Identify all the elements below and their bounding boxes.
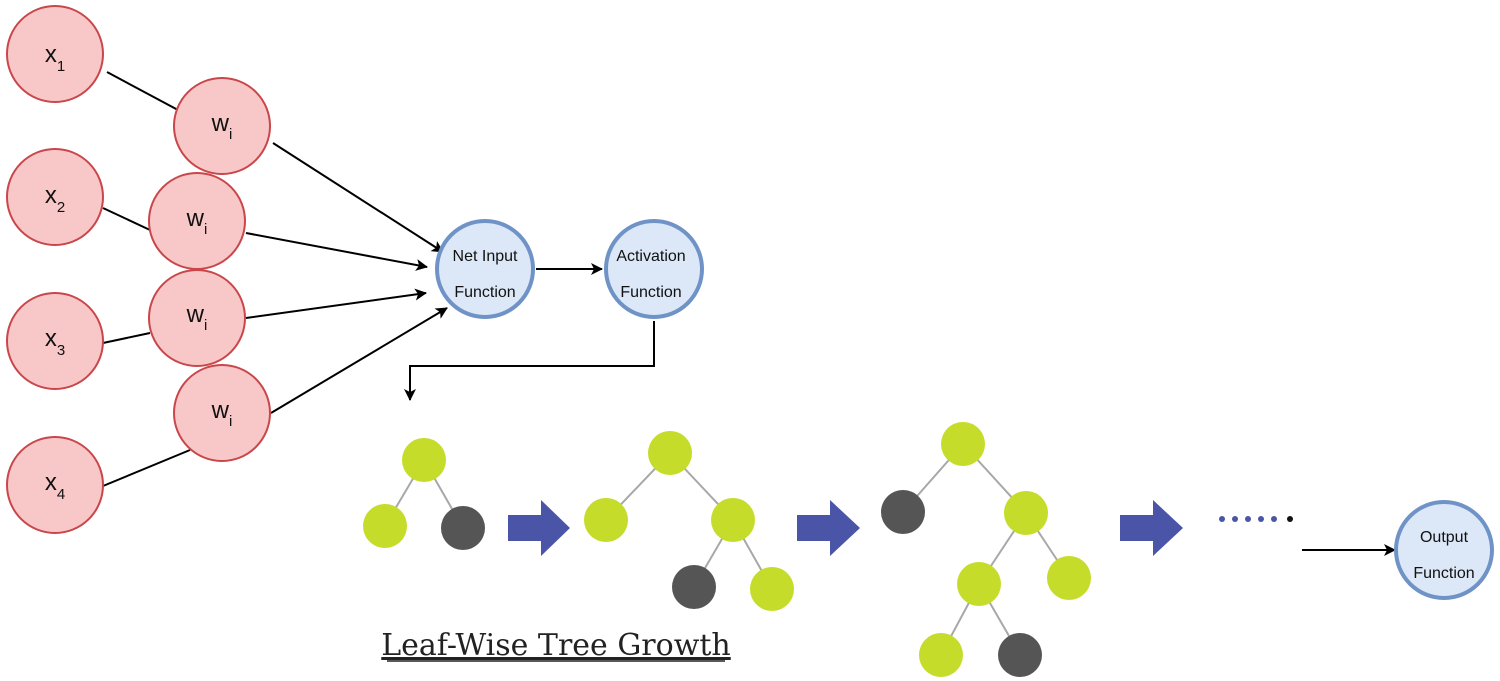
weight-label-4: w: [211, 397, 230, 424]
tree3-mid-node: [957, 562, 1001, 606]
arrow-w2-net: [245, 232, 428, 271]
arrow-w3-net: [245, 288, 427, 319]
weight-circle-3: [148, 269, 246, 367]
input-label-2: x: [45, 182, 57, 209]
input-node-3: x3: [6, 292, 104, 390]
weight-node-3: wi: [148, 269, 246, 367]
input-circle-2: [6, 148, 104, 246]
tree2-green-leaf: [750, 567, 794, 611]
tree3-dark-leaf-1: [881, 490, 925, 534]
input-subscript-3: 3: [57, 342, 65, 359]
activation-line1: Activation: [616, 248, 685, 265]
input-weight-connectors: [102, 71, 191, 487]
input-node-2: x2: [6, 148, 104, 246]
tree-stage-1-leaves: [363, 438, 485, 550]
tree-growth-illustration: Leaf-Wise Tree Growth: [363, 422, 1293, 677]
tree-stage-3-leaves: [881, 422, 1091, 677]
svg-text:wi: wi: [186, 301, 208, 334]
weight-circle-4: [173, 364, 271, 462]
continuation-dots: [1219, 516, 1293, 522]
connector-x3-w: [102, 332, 151, 344]
tree3-green-leaf-1: [1047, 556, 1091, 600]
activation-node: Activation Function: [604, 219, 704, 319]
input-node-1: x1: [6, 5, 104, 103]
flow-arrow-1: [508, 500, 570, 556]
tree3-right-node: [1004, 491, 1048, 535]
tree3-green-leaf-2: [919, 633, 963, 677]
svg-text:x2: x2: [45, 182, 65, 216]
weight-node-2: wi: [148, 172, 246, 270]
input-subscript-2: 2: [57, 199, 65, 216]
weight-node-4: wi: [173, 364, 271, 462]
net-input-line2: Function: [454, 284, 515, 301]
net-input-circle: [435, 219, 535, 319]
weight-subscript-3: i: [204, 317, 207, 334]
tree2-dark-leaf: [672, 565, 716, 609]
output-line1: Output: [1420, 529, 1469, 546]
flow-arrow-3: [1120, 500, 1183, 556]
input-circle-3: [6, 292, 104, 390]
flow-arrow-2: [797, 500, 860, 556]
input-subscript-1: 1: [57, 58, 65, 75]
tree-caption: Leaf-Wise Tree Growth: [381, 628, 731, 663]
weight-label-2: w: [186, 205, 205, 232]
weight-to-net-arrows: [245, 142, 1396, 556]
input-label-4: x: [45, 469, 57, 496]
svg-text:x4: x4: [45, 469, 65, 503]
svg-text:x3: x3: [45, 325, 65, 359]
tree1-right-leaf: [441, 506, 485, 550]
output-line2: Function: [1413, 565, 1474, 582]
arrow-w4-net: [270, 307, 448, 414]
svg-text:x1: x1: [45, 41, 65, 75]
input-subscript-4: 4: [57, 486, 65, 503]
connector-x4-w: [102, 449, 191, 487]
input-circle-4: [6, 436, 104, 534]
tree-stage-2-leaves: [584, 431, 794, 611]
input-label-3: x: [45, 325, 57, 352]
weight-label-3: w: [186, 301, 205, 328]
weight-node-1: wi: [173, 77, 271, 175]
tree2-left-leaf: [584, 498, 628, 542]
weight-circle-1: [173, 77, 271, 175]
connector-x1-w: [106, 71, 179, 111]
tree2-root-node: [648, 431, 692, 475]
input-label-1: x: [45, 41, 57, 68]
tree-stage-3: [902, 443, 1070, 656]
tree1-root-node: [402, 438, 446, 482]
tree1-left-leaf: [363, 504, 407, 548]
output-circle: [1394, 500, 1494, 600]
weight-label-1: w: [211, 110, 230, 137]
output-node: Output Function: [1394, 500, 1494, 600]
connector-x2-w: [102, 207, 151, 231]
weight-subscript-1: i: [229, 126, 232, 143]
tree2-right-node: [711, 498, 755, 542]
activation-circle: [604, 219, 704, 319]
arrow-w1-net: [272, 142, 444, 253]
weight-subscript-4: i: [229, 413, 232, 430]
net-input-node: Net Input Function: [435, 219, 535, 319]
svg-text:wi: wi: [211, 397, 233, 430]
input-circle-1: [6, 5, 104, 103]
tree3-root-node: [941, 422, 985, 466]
svg-text:wi: wi: [186, 205, 208, 238]
input-node-4: x4: [6, 436, 104, 534]
tree3-dark-leaf-2: [998, 633, 1042, 677]
svg-text:wi: wi: [211, 110, 233, 143]
activation-line2: Function: [620, 284, 681, 301]
weight-subscript-2: i: [204, 221, 207, 238]
arrow-activation-trees: [404, 321, 655, 401]
net-input-line1: Net Input: [453, 248, 518, 265]
